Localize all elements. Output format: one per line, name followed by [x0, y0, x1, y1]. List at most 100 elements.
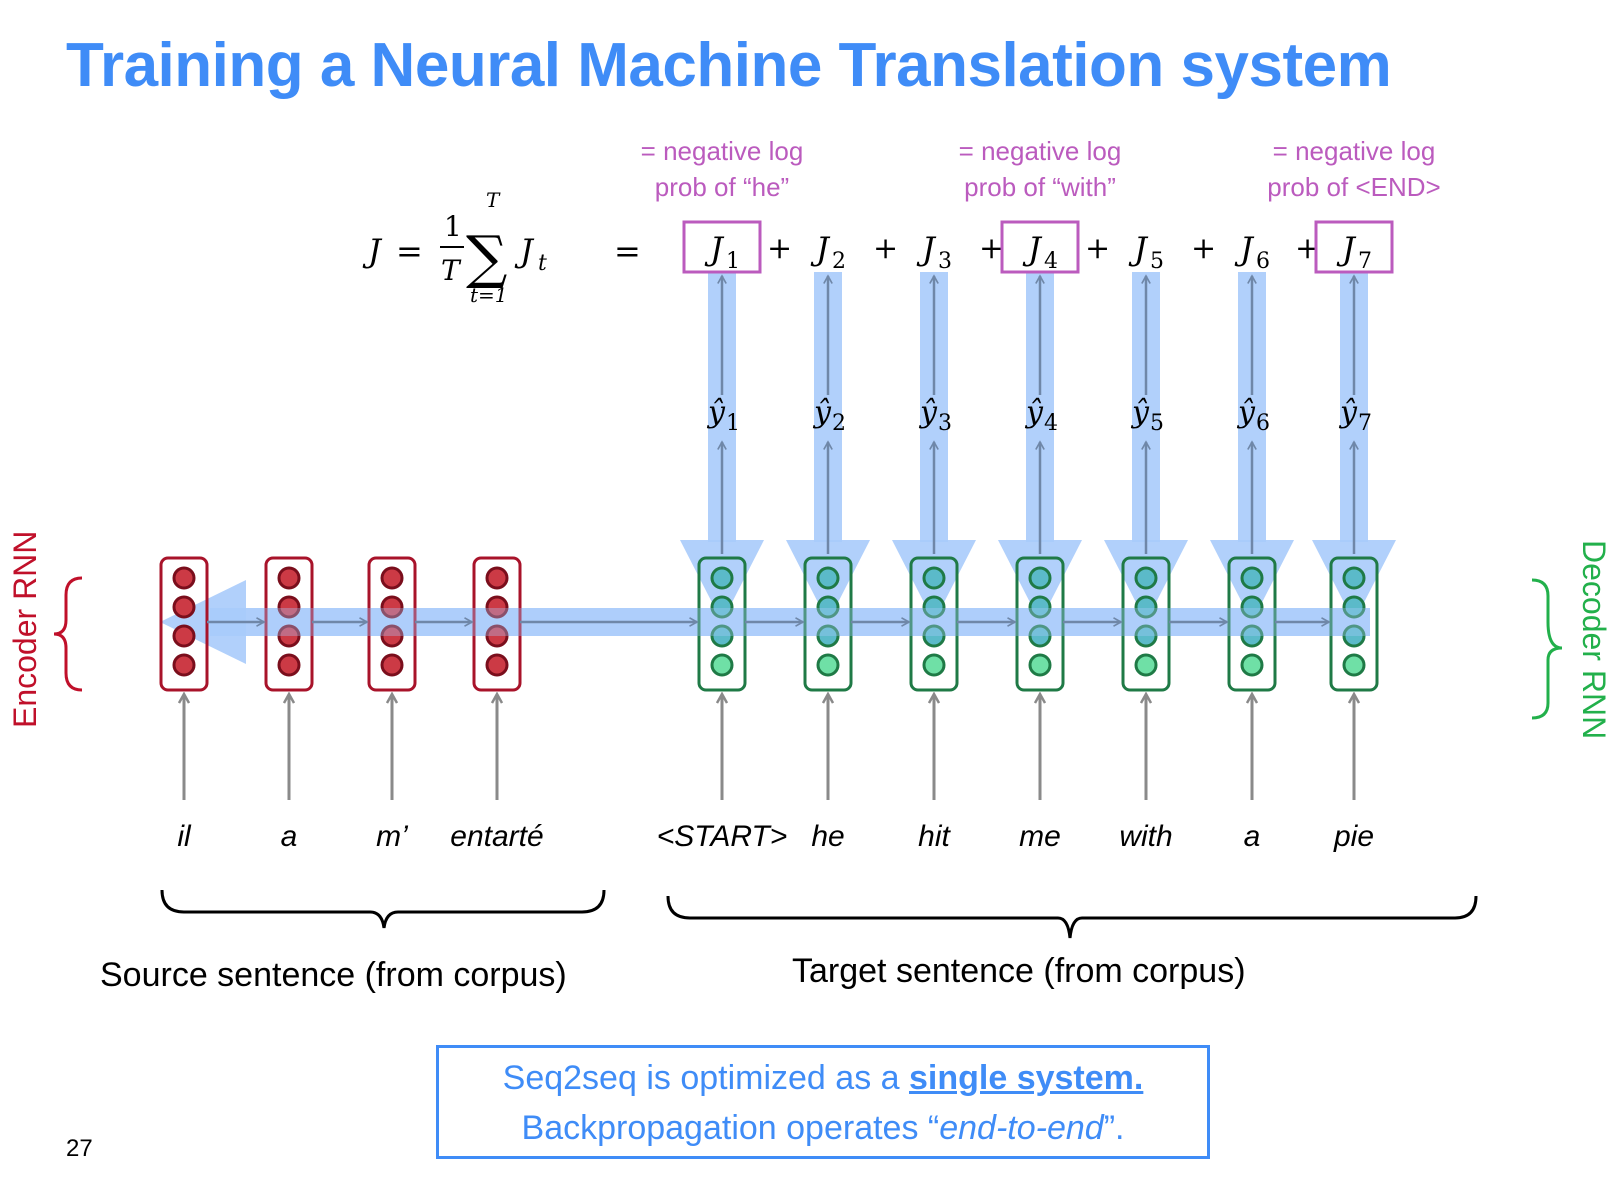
neuron: [172, 653, 196, 677]
prediction-symbol: ŷ: [1236, 395, 1256, 430]
loss-term-symbol: J: [1336, 230, 1357, 268]
target-word: with: [1119, 820, 1172, 853]
source-word: il: [177, 820, 192, 853]
loss-term-subscript: 4: [1044, 249, 1058, 274]
neuron: [710, 566, 734, 590]
cell-border: [803, 556, 853, 692]
source-brace: [160, 889, 606, 929]
annotation-line-1: = negative log: [959, 136, 1122, 166]
neuron: [1134, 653, 1158, 677]
loss-term-symbol: J: [1234, 230, 1255, 268]
formula-lhs: J: [362, 232, 383, 270]
loss-term-subscript: 5: [1150, 249, 1164, 274]
encoder-cell: [367, 556, 417, 692]
neuron: [1240, 624, 1264, 648]
prediction-subscript: 6: [1256, 411, 1270, 436]
neuron: [922, 566, 946, 590]
neuron: [172, 624, 196, 648]
summary-callout: Seq2seq is optimized as a single system.…: [436, 1045, 1210, 1159]
annotation-line-1: = negative log: [641, 136, 804, 166]
decoder-cell: [803, 556, 853, 692]
cell-border: [1227, 556, 1277, 692]
neuron: [1342, 595, 1366, 619]
loss-term-subscript: 6: [1256, 249, 1270, 274]
neuron: [1240, 595, 1264, 619]
loss-term-subscript: 3: [938, 249, 952, 274]
slide-number: 27: [66, 1135, 93, 1162]
neuron: [172, 595, 196, 619]
neuron: [277, 566, 301, 590]
neuron: [816, 595, 840, 619]
prediction-subscript: 4: [1044, 411, 1058, 436]
callout-line2-emphasis: end-to-end: [939, 1109, 1104, 1147]
target-caption: Target sentence (from corpus): [792, 952, 1246, 990]
plus-sign: +: [1191, 231, 1216, 266]
prediction-symbol: ŷ: [1130, 395, 1150, 430]
cell-border: [1329, 556, 1379, 692]
formula-frac-num: 1: [444, 210, 462, 243]
neuron: [922, 624, 946, 648]
plus-sign: +: [979, 231, 1004, 266]
decoder-cell: [1329, 556, 1379, 692]
backprop-gradient-flow: [160, 272, 1396, 664]
neuron: [922, 595, 946, 619]
formula-equals-2: =: [614, 232, 641, 270]
decoder-brace: [1531, 578, 1563, 720]
cell-border: [472, 556, 522, 692]
target-brace: [666, 895, 1478, 939]
neuron: [172, 566, 196, 590]
callout-line2-suffix: ”.: [1103, 1109, 1125, 1147]
loss-formula: J = 1 T ∑ T t=1 J t =: [362, 188, 641, 307]
encoder-cell: [264, 556, 314, 692]
cell-border: [697, 556, 747, 692]
neuron: [922, 653, 946, 677]
slide-title: Training a Neural Machine Translation sy…: [66, 31, 1392, 100]
neuron: [380, 653, 404, 677]
neuron: [485, 653, 509, 677]
neuron: [816, 566, 840, 590]
neuron: [710, 595, 734, 619]
encoder-cell: [159, 556, 209, 692]
decoder-cell: [1121, 556, 1171, 692]
neuron: [380, 566, 404, 590]
source-word: m’: [376, 820, 409, 853]
loss-term-symbol: J: [1022, 230, 1043, 268]
neuron: [1134, 566, 1158, 590]
callout-line-2: Backpropagation operates “end-to-end”.: [439, 1103, 1207, 1153]
target-word: hit: [918, 820, 951, 853]
annotation-1: = negative log prob of “he”: [641, 136, 804, 202]
prediction-subscript: 2: [832, 411, 846, 436]
source-word: entarté: [450, 820, 543, 853]
annotation-line-2: prob of “he”: [655, 172, 789, 202]
neuron: [277, 624, 301, 648]
neuron: [277, 595, 301, 619]
backprop-arrowhead-left: [160, 580, 246, 664]
prediction-subscript: 5: [1150, 411, 1164, 436]
cell-border: [159, 556, 209, 692]
decoder-cell: [697, 556, 747, 692]
neuron: [380, 595, 404, 619]
neuron: [1342, 566, 1366, 590]
source-word: a: [281, 820, 298, 853]
target-word: he: [811, 820, 844, 853]
neuron: [1134, 624, 1158, 648]
neuron: [1028, 624, 1052, 648]
cell-border: [367, 556, 417, 692]
plus-sign: +: [767, 231, 792, 266]
neuron: [1342, 653, 1366, 677]
cell-border: [1015, 556, 1065, 692]
annotation-line-2: prob of <END>: [1267, 172, 1440, 202]
neuron: [816, 653, 840, 677]
formula-sum-lower: t=1: [470, 283, 508, 307]
neuron: [710, 653, 734, 677]
forward-arrows: [184, 276, 1354, 800]
formula-summand-sub: t: [538, 251, 547, 276]
neuron: [816, 624, 840, 648]
